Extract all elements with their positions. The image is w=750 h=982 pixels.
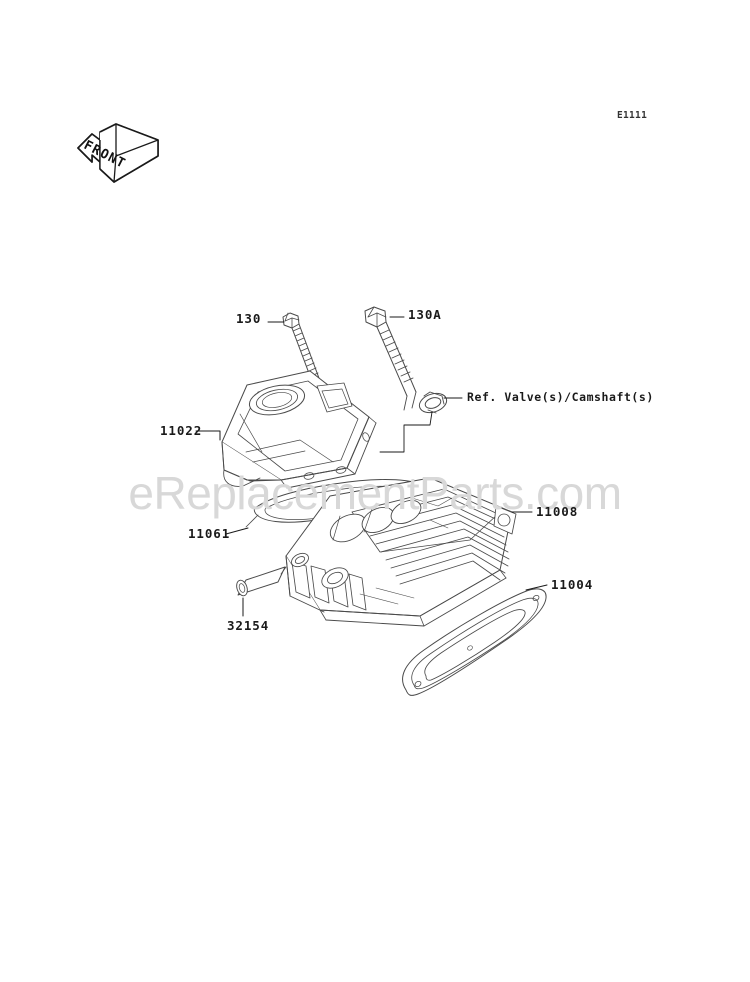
front-direction-indicator: FRONT <box>70 112 166 190</box>
leader-lines <box>195 316 548 617</box>
callout-label-11061: 11061 <box>188 526 231 541</box>
callout-label-11008: 11008 <box>536 504 579 519</box>
pipe-dowel-32154 <box>236 566 287 597</box>
head-gasket-11004 <box>402 588 547 696</box>
callout-label-32154: 32154 <box>227 618 270 633</box>
drawing-code: E1111 <box>617 110 648 121</box>
front-arrow-icon <box>77 123 159 183</box>
callout-label-130a: 130A <box>408 307 442 322</box>
bolt-130a <box>364 306 417 411</box>
cylinder-head-cover-11022 <box>221 370 377 489</box>
callout-label-11004: 11004 <box>551 577 594 592</box>
valve-camshaft-ref-part <box>418 391 448 414</box>
cylinder-head-11008 <box>285 477 517 627</box>
callout-label-130: 130 <box>236 311 262 326</box>
callout-label-11022: 11022 <box>160 423 203 438</box>
callout-label-ref-valve-camshaft: Ref. Valve(s)/Camshaft(s) <box>467 390 654 404</box>
